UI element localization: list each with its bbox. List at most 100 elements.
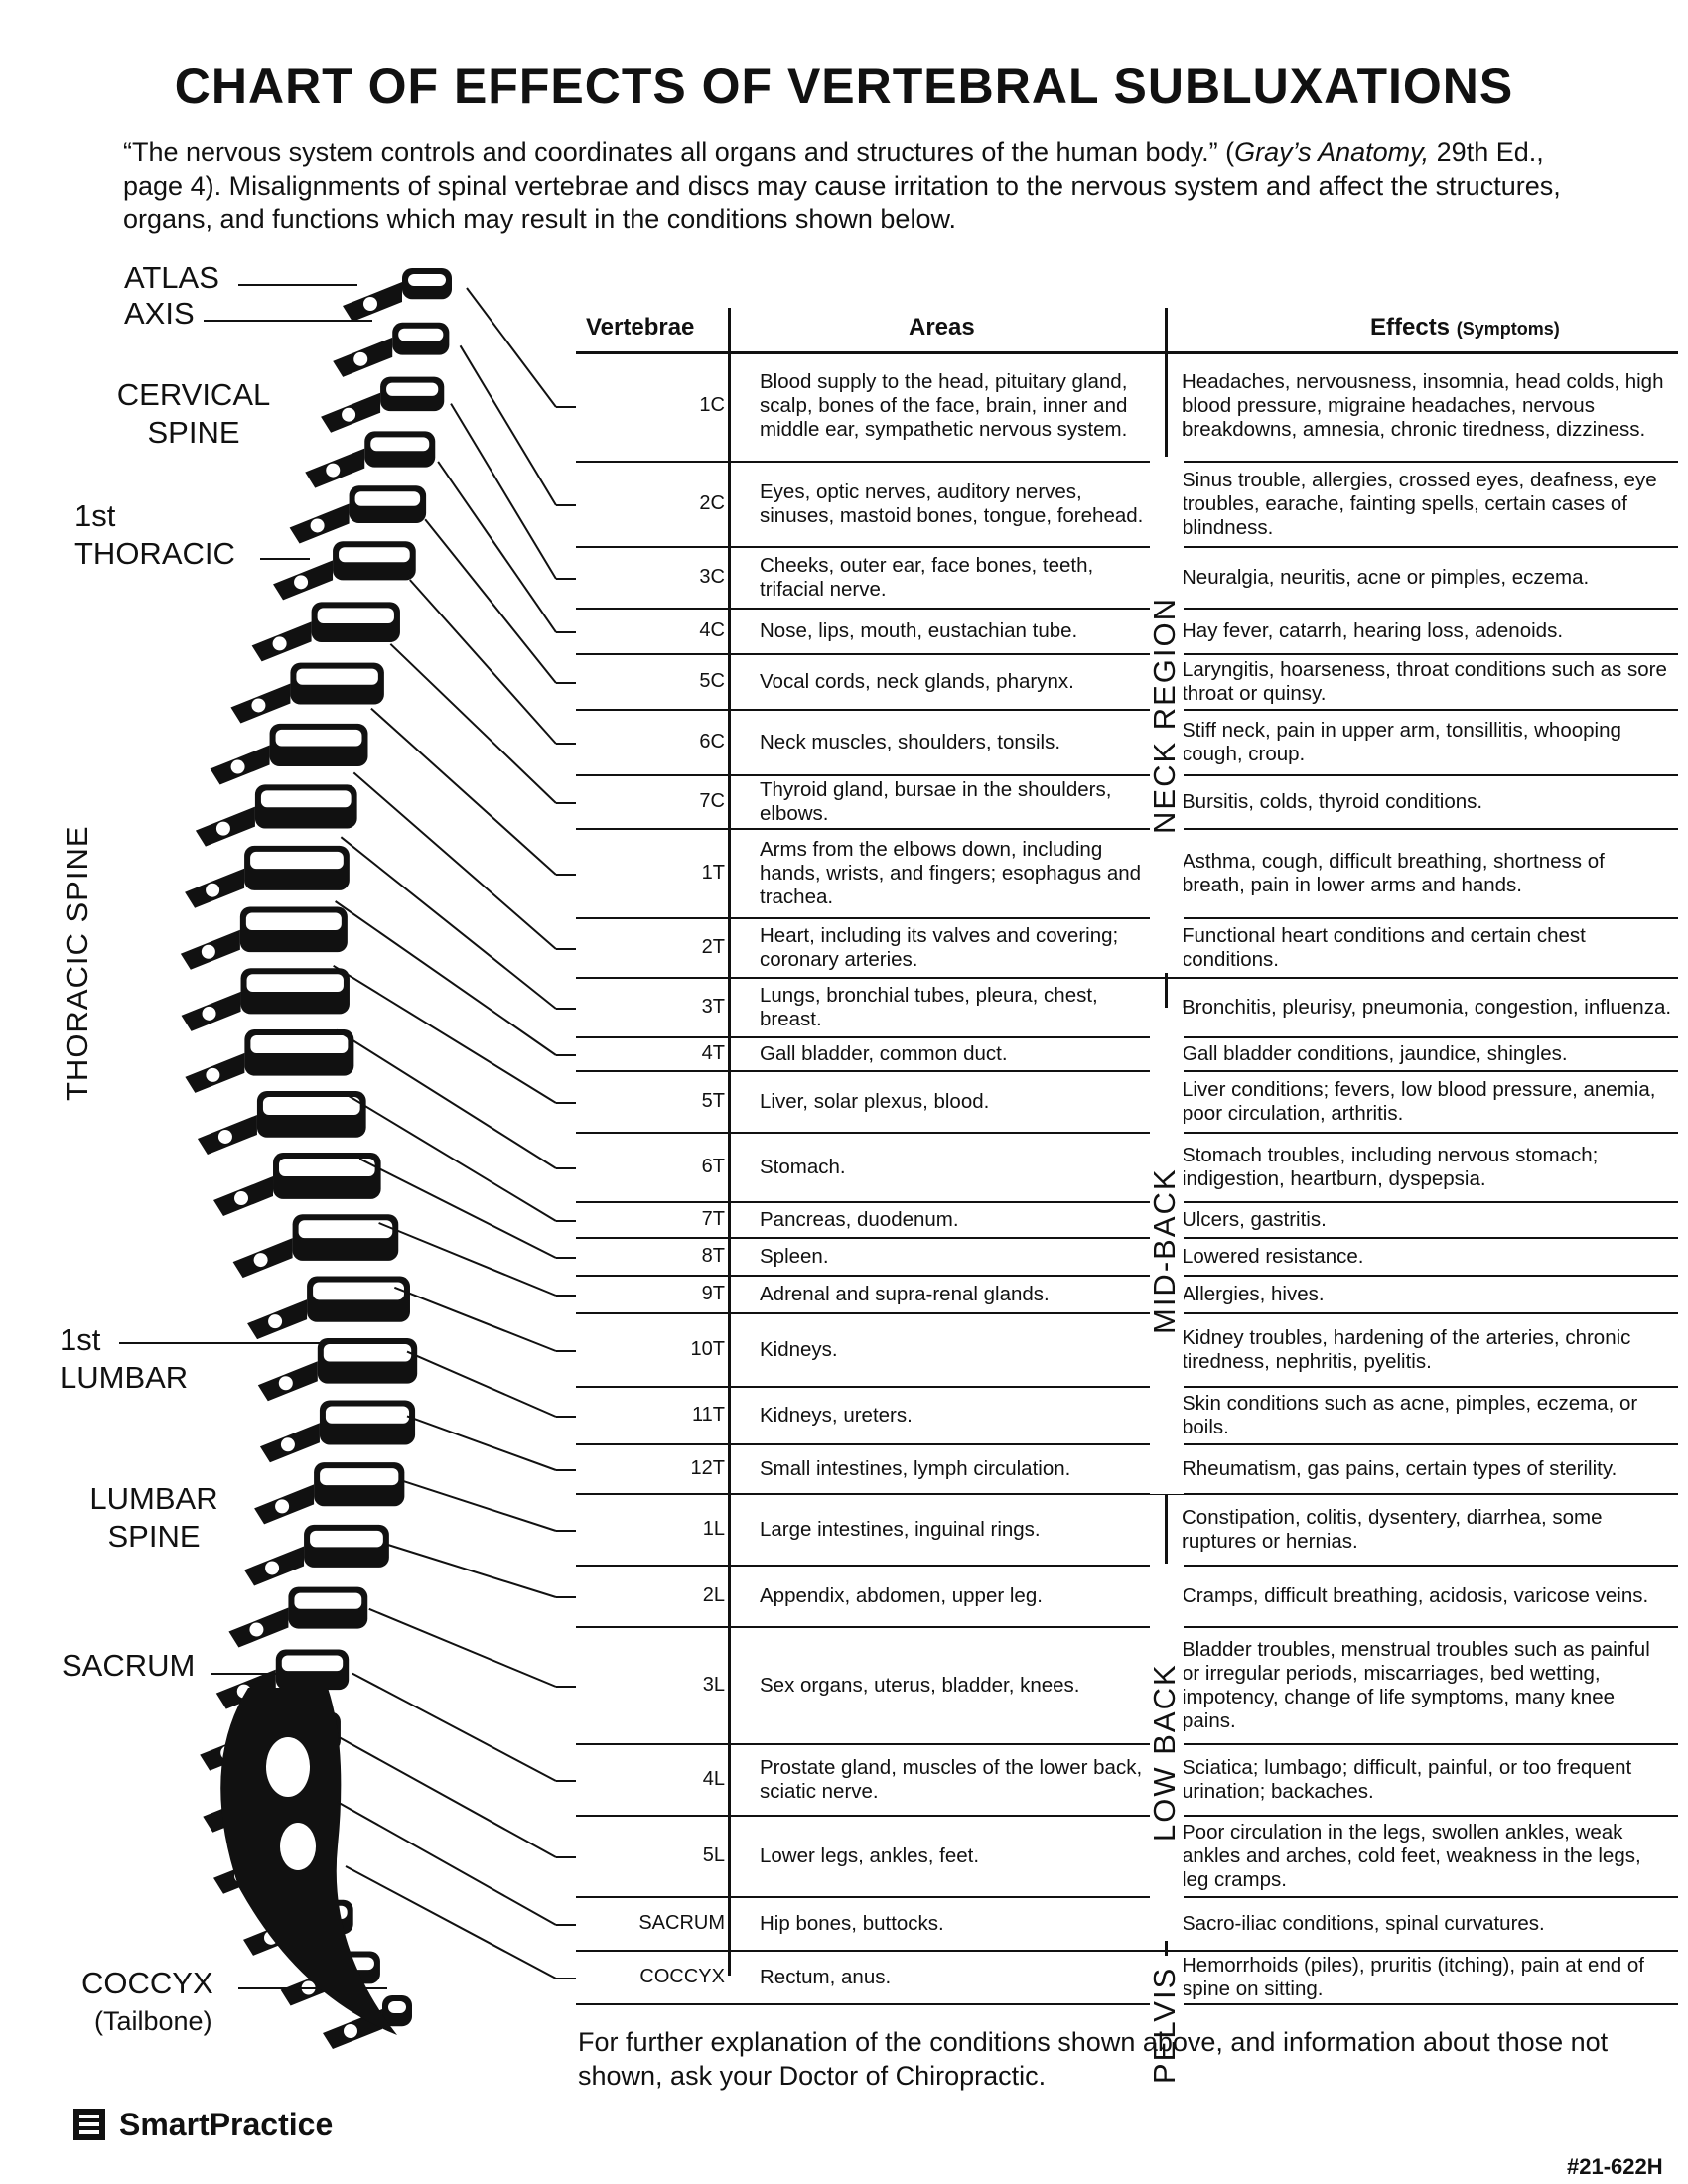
intro-ref-open: ( (1217, 137, 1235, 167)
vertebra-label: 1L (702, 1518, 725, 1540)
vertebra-label: 8T (701, 1245, 725, 1267)
label-coccyx: COCCYX (81, 1966, 213, 2000)
intro-ref-rest: 29th Ed., page 4). Misalignments of spin… (123, 137, 1561, 234)
header-effects-label: Effects (1370, 314, 1451, 341)
leader-line (352, 1672, 557, 1782)
label-atlas: ATLAS (124, 260, 219, 295)
effect-text: Functional heart conditions and certain … (1182, 924, 1586, 971)
nerve-leader-lines (333, 287, 576, 1979)
leader-line (335, 900, 557, 1056)
area-cell: Prostate gland, muscles of the lower bac… (760, 1745, 1147, 1815)
effect-text: Skin conditions such as acne, pimples, e… (1182, 1392, 1638, 1438)
leader-line (345, 1093, 557, 1222)
area-text: Cheeks, outer ear, face bones, teeth, tr… (760, 554, 1094, 601)
label-first-thoracic-num: 1st (74, 498, 116, 533)
vertebra-label: 6T (701, 1156, 725, 1177)
area-text: Kidneys, ureters. (760, 1404, 913, 1427)
vertebra-label: 3T (701, 996, 725, 1018)
effect-cell: Allergies, hives. (1182, 1277, 1673, 1312)
vertebra-label: 7C (699, 790, 725, 812)
label-tailbone: (Tailbone) (94, 2006, 212, 2036)
effect-cell: Headaches, nervousness, insomnia, head c… (1182, 351, 1673, 461)
vertebra-label: 5T (701, 1090, 725, 1112)
effect-text: Stiff neck, pain in upper arm, tonsillit… (1182, 719, 1621, 765)
effect-cell: Asthma, cough, difficult breathing, shor… (1182, 830, 1673, 917)
region-mid-back: MID-BACK (1147, 1008, 1184, 1494)
area-text: Rectum, anus. (760, 1966, 892, 1988)
leader-line (336, 1028, 557, 1169)
leader-line (370, 707, 557, 876)
area-cell: Lower legs, ankles, feet. (760, 1817, 1147, 1896)
effect-text: Lowered resistance. (1182, 1245, 1364, 1268)
label-first-lumbar-num: 1st (60, 1322, 101, 1357)
leader-line (459, 344, 557, 506)
effect-text: Laryngitis, hoarseness, throat condition… (1182, 658, 1667, 705)
vertebra (251, 602, 400, 662)
effect-text: Asthma, cough, difficult breathing, shor… (1182, 850, 1605, 896)
leader-line (393, 1286, 557, 1352)
brand-name: SmartPractice (119, 2106, 334, 2142)
effect-text: Bronchitis, pleurisy, pneumonia, congest… (1182, 996, 1672, 1019)
vertebra-label: 10T (690, 1338, 725, 1360)
area-text: Gall bladder, common duct. (760, 1042, 1008, 1065)
effect-cell: Poor circulation in the legs, swollen an… (1182, 1817, 1673, 1896)
label-thoracic-spine: THORACIC SPINE (60, 825, 94, 1101)
table-row: 2T Heart, including its valves and coveri… (576, 919, 1678, 979)
area-cell: Rectum, anus. (760, 1952, 1147, 2003)
vertebra-label: 2L (702, 1584, 725, 1606)
effect-text: Constipation, colitis, dysentery, diarrh… (1182, 1506, 1603, 1553)
header-effects: Effects (Symptoms) (1370, 316, 1560, 341)
vertebra (197, 1090, 366, 1155)
vertebra-label: 1T (701, 862, 725, 884)
area-text: Kidneys. (760, 1338, 838, 1361)
effect-cell: Rheumatism, gas pains, certain types of … (1182, 1445, 1673, 1493)
intro-ref-book: Gray’s Anatomy, (1234, 137, 1430, 167)
area-cell: Cheeks, outer ear, face bones, teeth, tr… (760, 548, 1147, 608)
brand-logo: SmartPractice (70, 2105, 333, 2144)
area-cell: Kidneys, ureters. (760, 1388, 1147, 1443)
area-text: Small intestines, lymph circulation. (760, 1457, 1071, 1480)
vertebra (228, 1586, 368, 1648)
area-text: Lower legs, ankles, feet. (760, 1844, 980, 1867)
effect-text: Headaches, nervousness, insomnia, head c… (1182, 370, 1664, 441)
area-cell: Eyes, optic nerves, auditory nerves, sin… (760, 463, 1147, 546)
area-text: Prostate gland, muscles of the lower bac… (760, 1756, 1143, 1803)
form-code: #21-622H (1567, 2154, 1663, 2179)
area-cell: Heart, including its valves and covering… (760, 919, 1147, 977)
leader-line (387, 1544, 557, 1598)
effect-cell: Gall bladder conditions, jaundice, shing… (1182, 1038, 1673, 1070)
label-axis: AXIS (124, 296, 195, 331)
effect-text: Ulcers, gastritis. (1182, 1208, 1327, 1231)
sacrum-shape (220, 1688, 397, 2035)
area-cell: Small intestines, lymph circulation. (760, 1445, 1147, 1493)
area-cell: Kidneys. (760, 1314, 1147, 1386)
vertebra-label: 4T (701, 1042, 725, 1064)
area-text: Liver, solar plexus, blood. (760, 1090, 990, 1113)
effect-cell: Functional heart conditions and certain … (1182, 919, 1673, 977)
area-text: Neck muscles, shoulders, tonsils. (760, 731, 1061, 753)
vertebra (181, 968, 350, 1031)
vertebra (232, 1214, 399, 1279)
vertebra-label: 2T (701, 936, 725, 958)
vertebra (257, 1337, 418, 1402)
area-cell: Gall bladder, common duct. (760, 1038, 1147, 1070)
intro-paragraph: “The nervous system controls and coordin… (123, 135, 1593, 236)
vertebra (210, 723, 368, 785)
leader-line (389, 643, 557, 804)
leader-line (409, 579, 557, 745)
effect-cell: Bladder troubles, menstrual troubles suc… (1182, 1628, 1673, 1743)
effect-cell: Hemorrhoids (piles), pruritis (itching),… (1182, 1952, 1673, 2003)
intro-quote: “The nervous system controls and coordin… (123, 137, 1218, 167)
leader-line (345, 1865, 557, 1979)
effect-text: Gall bladder conditions, jaundice, shing… (1182, 1042, 1568, 1065)
